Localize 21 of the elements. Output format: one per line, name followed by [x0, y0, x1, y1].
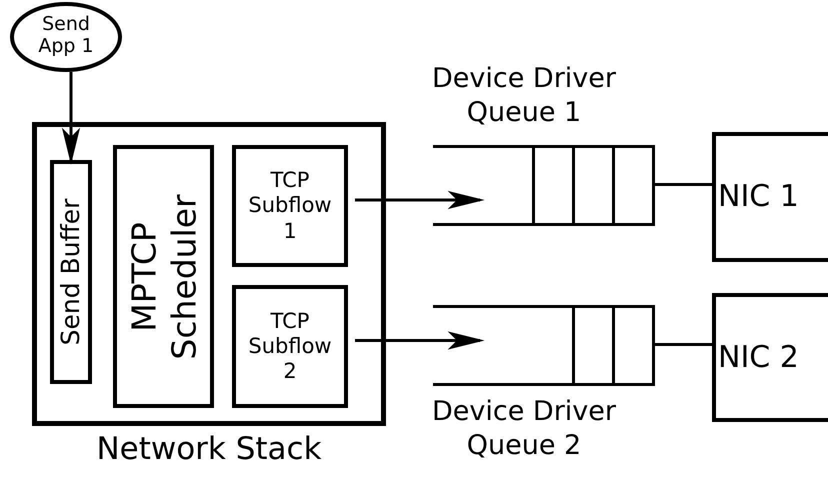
node-label: Send App 1: [37, 14, 95, 58]
node-label: MPTCP Scheduler: [124, 192, 204, 362]
connector-line: [655, 183, 712, 186]
queue-label: Device Driver Queue 1: [430, 62, 617, 130]
nic-box: [712, 132, 828, 262]
node-label: Network Stack: [95, 432, 323, 468]
node-label: NIC 2: [717, 340, 799, 376]
arrow: [355, 331, 485, 350]
arrow: [355, 190, 485, 210]
nic-box: [712, 293, 828, 422]
node-label: TCP Subflow 2: [247, 308, 333, 384]
buffer-box: [50, 160, 92, 384]
subflow-box: [232, 145, 348, 267]
scheduler-box: [113, 145, 214, 408]
connector-line: [655, 343, 712, 346]
node-label: TCP Subflow 1: [247, 168, 333, 244]
node-label: NIC 1: [717, 179, 799, 215]
subflow-box: [232, 285, 348, 408]
node-label: Send Buffer: [56, 198, 86, 348]
queue-label: Device Driver Queue 2: [430, 395, 617, 462]
arrow: [62, 72, 80, 165]
